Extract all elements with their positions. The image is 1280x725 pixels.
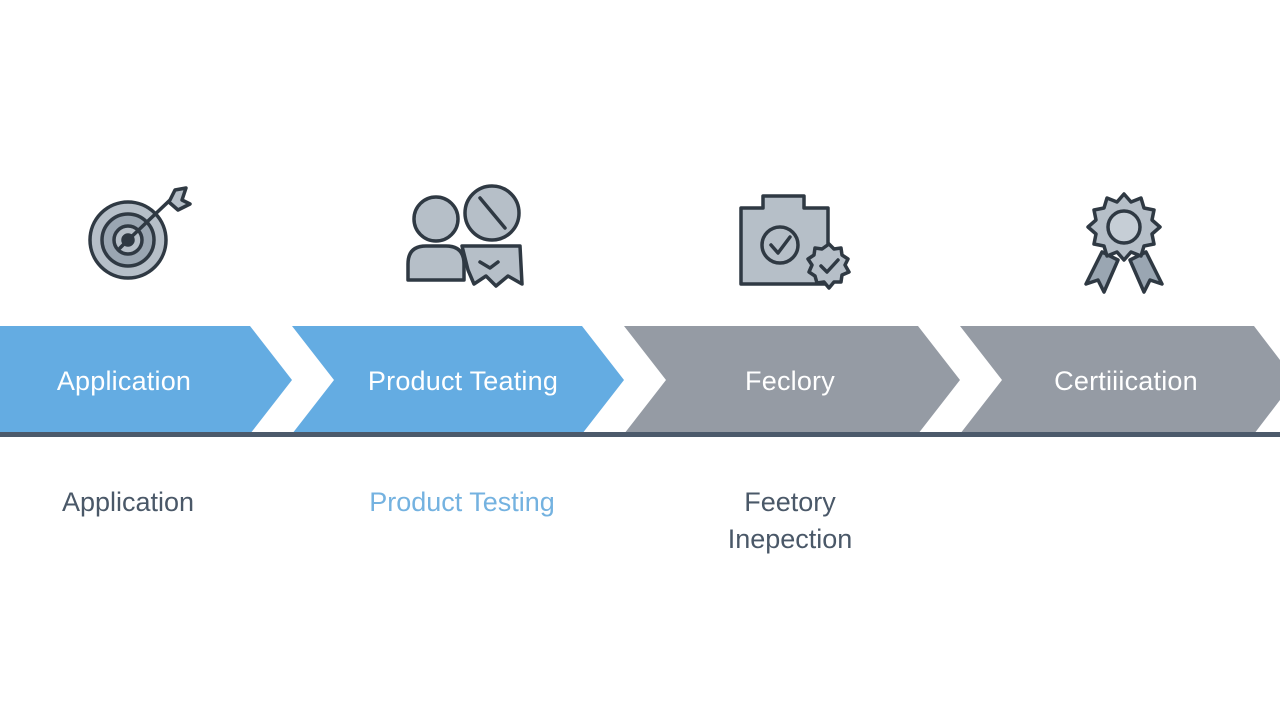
step-label-factory-inspection: Feetory Inepection	[727, 487, 853, 554]
chevron-step-4	[960, 326, 1280, 434]
chevron-step-2	[292, 326, 624, 434]
step-label-application: Application	[61, 487, 195, 517]
factory-check-icon	[739, 194, 851, 290]
chevron-label-certification: Certiiication	[1054, 366, 1198, 396]
baseline-rule	[0, 432, 1280, 437]
chevron-label-application: Application	[56, 366, 192, 396]
certificate-badge-icon	[1084, 192, 1164, 294]
chevron-label-factory: Feclory	[745, 366, 835, 396]
target-icon	[88, 186, 192, 280]
step-label-product-testing: Product Testing	[369, 487, 555, 517]
chevron-step-1	[0, 326, 292, 434]
chevron-step-3	[624, 326, 960, 434]
people-ribbon-icon	[406, 184, 524, 288]
chevron-label-product-testing: Product Teating	[367, 366, 559, 396]
